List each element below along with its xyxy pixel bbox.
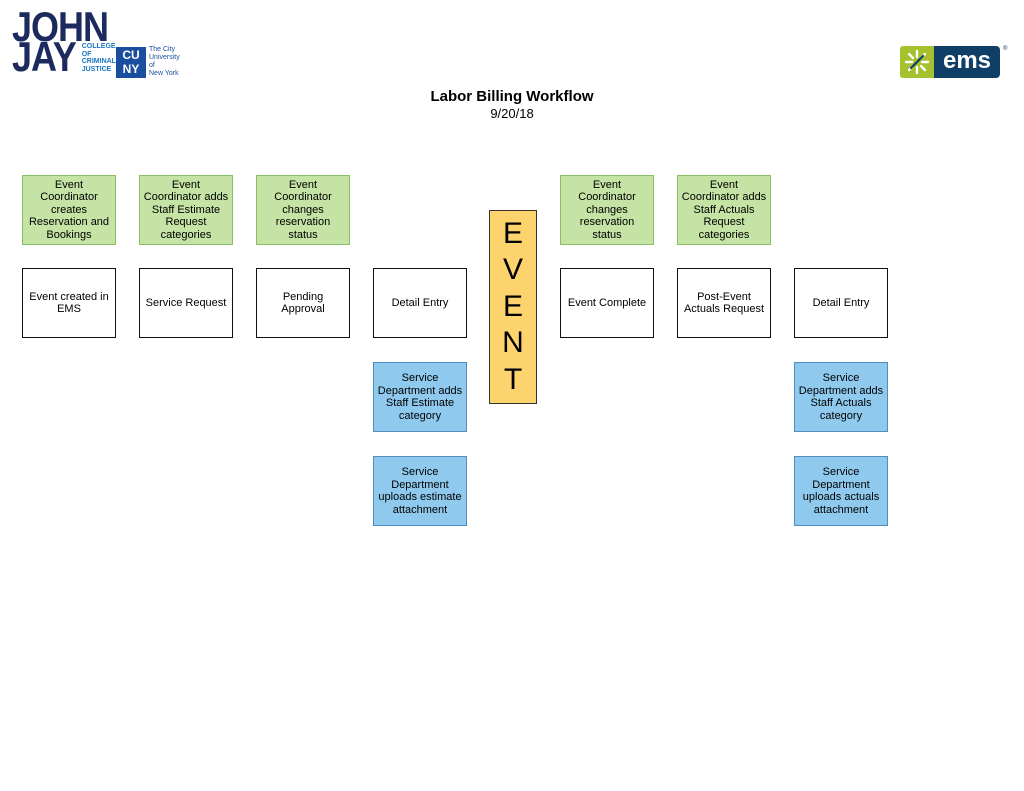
ems-logo-text: ems [934,46,1000,78]
coordinator-step-change-status-2: Event Coordinator changes reservation st… [560,175,654,245]
department-step-upload-actuals: Service Department uploads actuals attac… [794,456,888,526]
status-service-request: Service Request [139,268,233,338]
coordinator-step-create-reservation: Event Coordinator creates Reservation an… [22,175,116,245]
department-step-upload-estimate: Service Department uploads estimate atta… [373,456,467,526]
john-jay-logo: JOHN JAY COLLEGE OF CRIMINAL JUSTICE [12,3,116,81]
status-event-complete: Event Complete [560,268,654,338]
event-letter: V [502,253,523,287]
status-detail-entry-1: Detail Entry [373,268,467,338]
department-step-add-estimate: Service Department adds Staff Estimate c… [373,362,467,432]
john-jay-logo-line1: JOHN [12,3,109,51]
event-letter: T [503,362,523,396]
event-column: E V E N T [489,210,537,404]
john-jay-logo-line2: JAY [12,33,77,81]
department-step-add-actuals: Service Department adds Staff Actuals ca… [794,362,888,432]
cuny-logo-mark: CU NY [116,47,146,78]
ems-registered-mark: ® [1003,46,1008,52]
coordinator-step-add-estimate-categories: Event Coordinator adds Staff Estimate Re… [139,175,233,245]
status-pending-approval: Pending Approval [256,268,350,338]
cuny-logo-text: The City University of New York [149,46,180,77]
page-date: 9/20/18 [490,106,534,121]
sparkle-icon [900,46,934,78]
john-jay-logo-college: COLLEGE OF CRIMINAL JUSTICE [81,43,116,73]
status-post-event-actuals: Post-Event Actuals Request [677,268,771,338]
coordinator-step-change-status-1: Event Coordinator changes reservation st… [256,175,350,245]
status-event-created: Event created in EMS [22,268,116,338]
event-letter: E [502,289,523,323]
ems-logo: ems [900,46,1000,78]
coordinator-step-add-actuals-categories: Event Coordinator adds Staff Actuals Req… [677,175,771,245]
event-letter: E [502,216,523,250]
page-title: Labor Billing Workflow [430,88,594,105]
status-detail-entry-2: Detail Entry [794,268,888,338]
event-letter: N [502,326,524,360]
